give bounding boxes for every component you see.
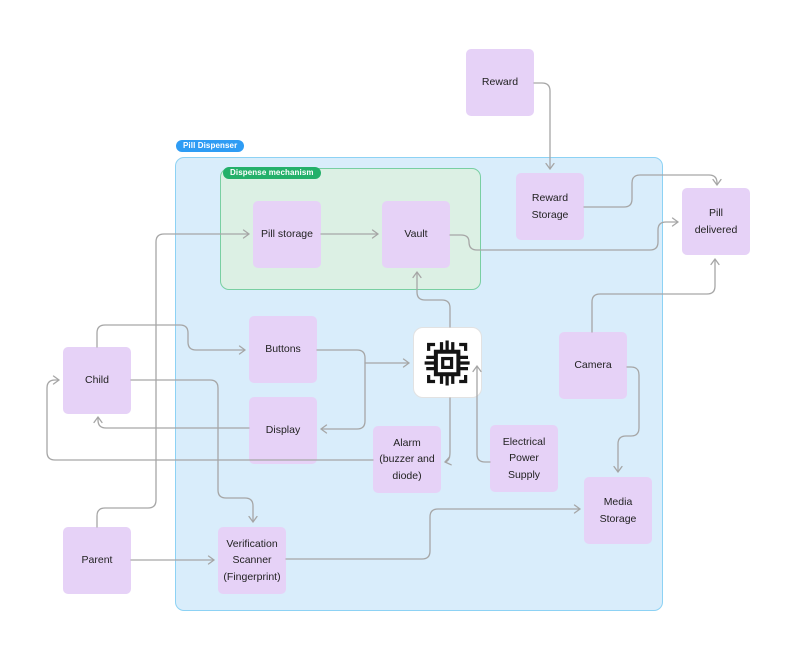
container-tag-pill-dispenser: Pill Dispenser	[176, 140, 245, 152]
node-vault[interactable]: Vault	[382, 201, 450, 268]
node-pill-delivered[interactable]: Pill delivered	[682, 188, 750, 255]
controller-chip[interactable]	[413, 327, 482, 398]
container-tag-dispense-mechanism: Dispense mechanism	[223, 167, 321, 179]
node-electrical-power-supply[interactable]: Electrical Power Supply	[490, 425, 558, 492]
node-pill-storage[interactable]: Pill storage	[253, 201, 321, 268]
microchip-icon	[424, 339, 470, 385]
node-alarm[interactable]: Alarm (buzzer and diode)	[373, 426, 441, 493]
node-parent[interactable]: Parent	[63, 527, 131, 594]
node-camera[interactable]: Camera	[559, 332, 627, 399]
node-reward[interactable]: Reward	[466, 49, 534, 116]
node-buttons[interactable]: Buttons	[249, 316, 317, 383]
node-child[interactable]: Child	[63, 347, 131, 414]
node-display[interactable]: Display	[249, 397, 317, 464]
node-media-storage[interactable]: Media Storage	[584, 477, 652, 544]
node-reward-storage[interactable]: Reward Storage	[516, 173, 584, 240]
node-verification-scanner[interactable]: Verification Scanner (Fingerprint)	[218, 527, 286, 594]
